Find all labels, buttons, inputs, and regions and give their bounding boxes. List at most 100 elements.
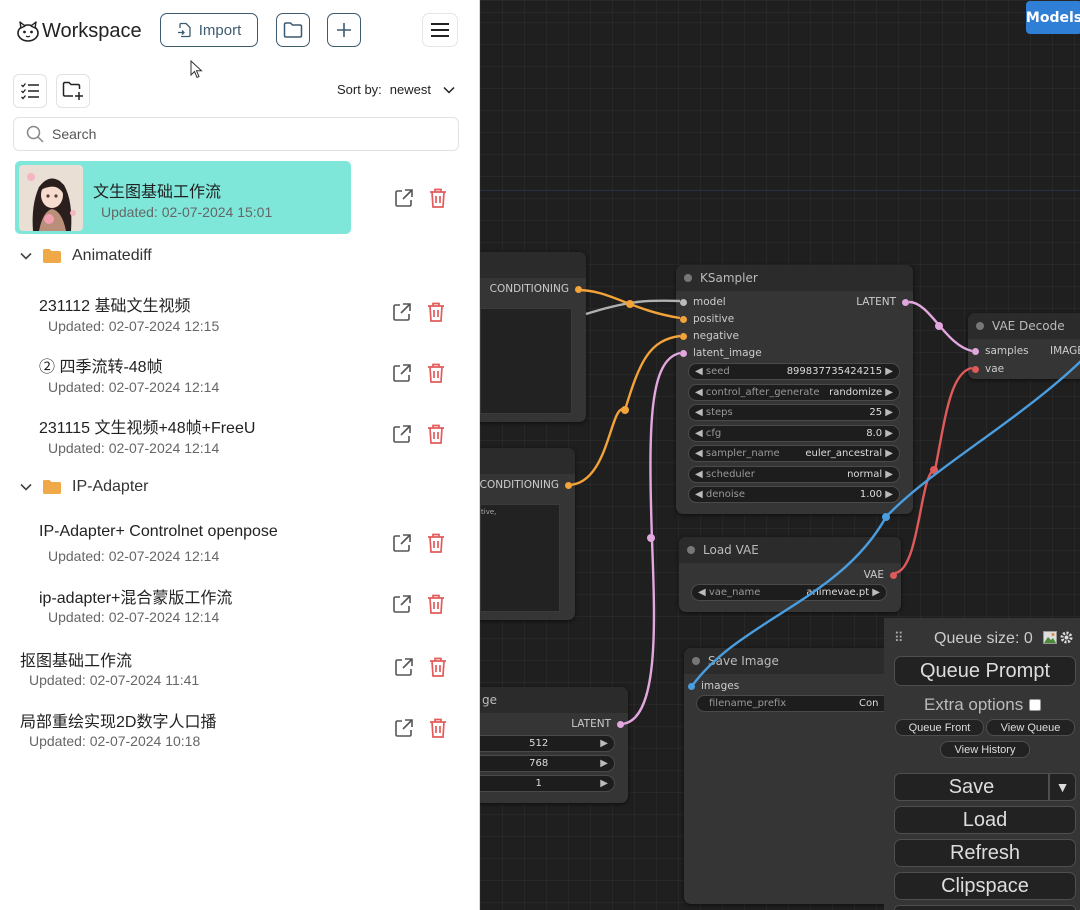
- checklist-icon: [21, 83, 39, 100]
- workflow-name[interactable]: 抠图基础工作流: [20, 653, 133, 670]
- extra-options-row: Extra options: [924, 695, 1042, 715]
- delete-workflow-button[interactable]: [427, 187, 449, 209]
- vae-decode-node[interactable]: VAE Decode samples vae IMAGE: [968, 313, 1080, 379]
- workflow-name[interactable]: ② 四季流转-48帧: [39, 359, 163, 376]
- delete-workflow-button[interactable]: [427, 656, 449, 678]
- node-title-bar: [480, 252, 586, 278]
- delete-workflow-button[interactable]: [425, 593, 447, 615]
- view-queue-button[interactable]: View Queue: [986, 719, 1075, 736]
- workflow-name[interactable]: 231115 文生视频+48帧+FreeU: [39, 420, 256, 437]
- folder-icon: [43, 249, 61, 263]
- workflow-name[interactable]: ip-adapter+混合蒙版工作流: [39, 590, 233, 607]
- clip-text-encode-node-negative[interactable]: tive, CONDITIONING: [480, 448, 575, 620]
- queue-front-button[interactable]: Queue Front: [895, 719, 984, 736]
- search-input[interactable]: [52, 126, 432, 142]
- new-workflow-button[interactable]: [327, 13, 361, 47]
- connection-wires: [567, 288, 1080, 726]
- multi-select-button[interactable]: [13, 74, 47, 108]
- input-latent-image[interactable]: latent_image: [680, 347, 762, 359]
- open-folder-button[interactable]: [276, 13, 310, 47]
- workflow-updated: Updated: 02-07-2024 12:15: [48, 318, 220, 334]
- output-latent[interactable]: LATENT: [856, 296, 909, 308]
- node-title: KSampler: [700, 271, 758, 285]
- input-samples[interactable]: samples: [972, 345, 1029, 357]
- gear-icon[interactable]: [1060, 631, 1073, 644]
- delete-workflow-button[interactable]: [425, 362, 447, 384]
- image-icon[interactable]: [1043, 631, 1057, 644]
- input-images[interactable]: images: [688, 680, 739, 692]
- input-negative[interactable]: negative: [680, 330, 739, 342]
- ksampler-node[interactable]: KSampler model positive negative latent_…: [676, 265, 913, 514]
- load-button[interactable]: Load: [894, 806, 1076, 834]
- input-model[interactable]: model: [680, 296, 726, 308]
- more-button[interactable]: [894, 905, 1076, 910]
- workflow-name[interactable]: 局部重绘实现2D数字人口播: [20, 714, 217, 731]
- open-workflow-button[interactable]: [393, 717, 415, 739]
- height-widget[interactable]: 768▶: [480, 755, 615, 772]
- delete-workflow-button[interactable]: [425, 423, 447, 445]
- clipspace-button[interactable]: Clipspace: [894, 872, 1076, 900]
- models-button[interactable]: Models: [1026, 1, 1080, 34]
- active-workflow-item[interactable]: 文生图基础工作流 Updated: 02-07-2024 15:01: [15, 161, 351, 234]
- batch-size-widget[interactable]: 1▶: [480, 775, 615, 792]
- workflow-name[interactable]: IP-Adapter+ Controlnet openpose: [39, 523, 278, 540]
- delete-workflow-button[interactable]: [427, 717, 449, 739]
- output-image[interactable]: IMAGE: [1050, 345, 1080, 357]
- open-workflow-button[interactable]: [391, 301, 413, 323]
- open-workflow-button[interactable]: [393, 656, 415, 678]
- save-options-dropdown[interactable]: ▼: [1049, 773, 1076, 801]
- queue-prompt-button[interactable]: Queue Prompt: [894, 656, 1076, 686]
- external-link-icon: [393, 595, 411, 613]
- output-vae[interactable]: VAE: [864, 569, 897, 581]
- delete-workflow-button[interactable]: [425, 301, 447, 323]
- workflow-updated: Updated: 02-07-2024 12:14: [48, 440, 220, 456]
- wire-positive: [577, 288, 681, 320]
- drag-handle-icon[interactable]: ⠿: [894, 630, 904, 645]
- workspace-title: Workspace: [42, 20, 142, 42]
- import-button[interactable]: Import: [160, 13, 258, 47]
- search-bar[interactable]: [13, 117, 459, 151]
- view-history-button[interactable]: View History: [940, 741, 1030, 758]
- workflow-name[interactable]: 231112 基础文生视频: [39, 298, 191, 315]
- folder-animatediff[interactable]: Animatediff: [20, 247, 152, 265]
- wire-junction: [626, 300, 634, 308]
- open-workflow-button[interactable]: [391, 532, 413, 554]
- new-folder-button[interactable]: [56, 74, 90, 108]
- open-workflow-button[interactable]: [393, 187, 415, 209]
- refresh-button[interactable]: Refresh: [894, 839, 1076, 867]
- input-vae[interactable]: vae: [972, 363, 1004, 375]
- menu-button[interactable]: [422, 13, 458, 47]
- extra-options-checkbox[interactable]: [1029, 699, 1042, 711]
- input-positive[interactable]: positive: [680, 313, 734, 325]
- trash-icon: [430, 657, 446, 677]
- open-workflow-button[interactable]: [391, 362, 413, 384]
- clip-text-encode-node-positive[interactable]: CONDITIONING: [480, 252, 586, 422]
- sort-dropdown[interactable]: Sort by: newest: [337, 82, 455, 97]
- node-title-bar: ge: [480, 687, 628, 713]
- prompt-textarea[interactable]: [480, 308, 572, 414]
- queue-menu: ⠿ Queue size: 0 Queue Prompt Extra optio…: [884, 618, 1080, 910]
- save-button[interactable]: Save: [894, 773, 1049, 801]
- trash-icon: [428, 424, 444, 444]
- open-workflow-button[interactable]: [391, 423, 413, 445]
- open-workflow-button[interactable]: [391, 593, 413, 615]
- prompt-textarea[interactable]: tive,: [480, 504, 560, 612]
- external-link-icon: [393, 534, 411, 552]
- trash-icon: [428, 363, 444, 383]
- external-link-icon: [393, 364, 411, 382]
- folder-ip-adapter[interactable]: IP-Adapter: [20, 478, 148, 496]
- empty-latent-image-node[interactable]: ge LATENT 512▶ 768▶ 1▶: [480, 687, 628, 803]
- delete-workflow-button[interactable]: [425, 532, 447, 554]
- width-widget[interactable]: 512▶: [480, 735, 615, 752]
- folder-icon: [283, 22, 303, 38]
